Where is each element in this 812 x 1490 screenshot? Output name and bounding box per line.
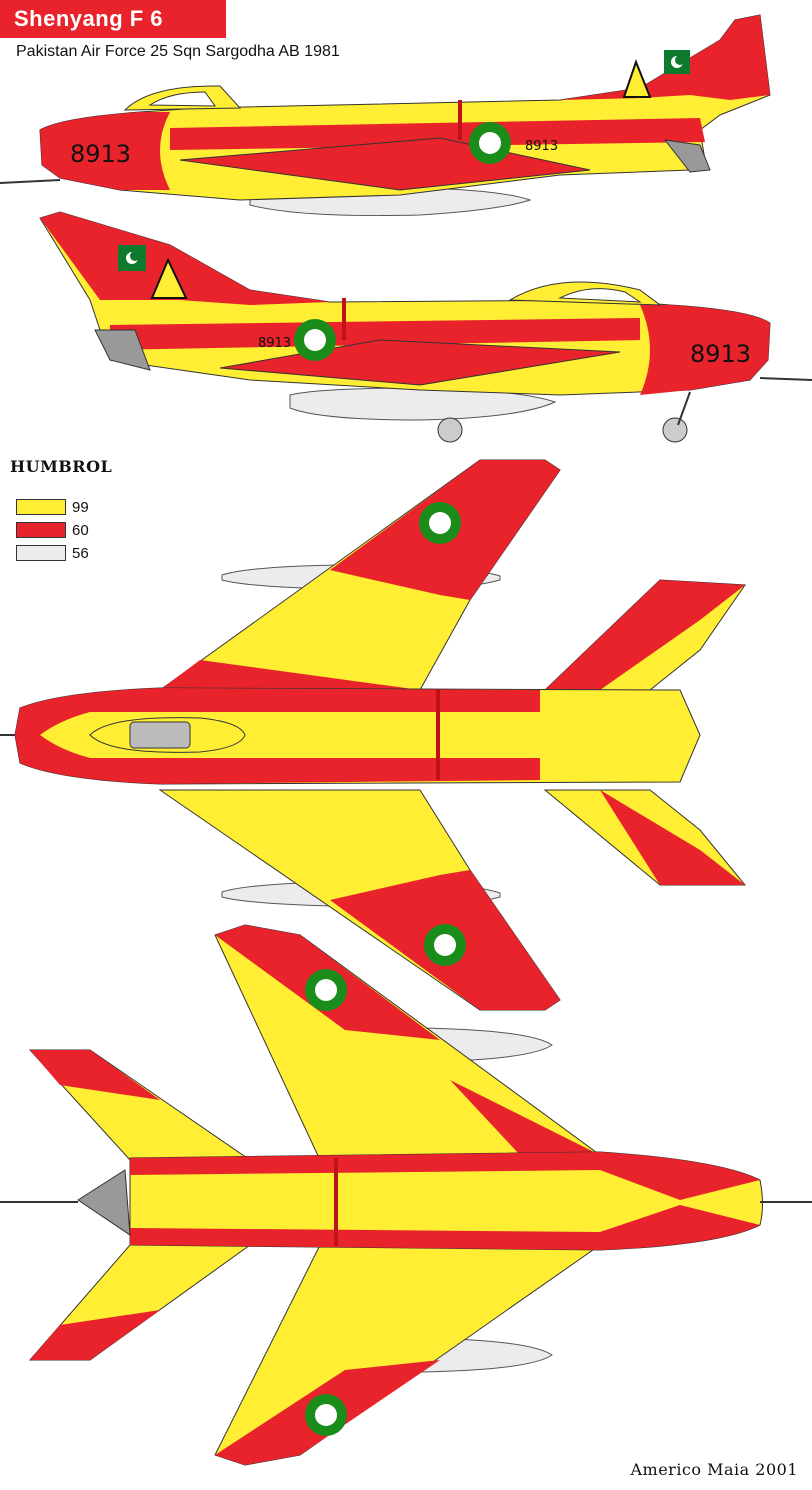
bottom-view [0, 924, 812, 1466]
swatch-red [16, 522, 66, 538]
top-view [0, 459, 747, 1011]
legend-code: 99 [72, 498, 89, 516]
page-subtitle: Pakistan Air Force 25 Sqn Sargodha AB 19… [16, 43, 340, 60]
swatch-yellow [16, 499, 66, 515]
artist-credit: Americo Maia 2001 [630, 1460, 798, 1479]
legend-item-60: 60 [16, 521, 89, 539]
title-banner: Shenyang F 6 [0, 0, 226, 38]
tail-serial-2: 8913 [258, 336, 291, 351]
tail-serial: 8913 [525, 139, 558, 154]
legend-item-99: 99 [16, 498, 89, 516]
legend-code: 56 [72, 544, 89, 562]
legend-code: 60 [72, 521, 89, 539]
nose-serial-2: 8913 [690, 340, 751, 368]
nose-serial: 8913 [70, 140, 131, 168]
paint-brand-label: HUMBROL [10, 457, 113, 476]
side-view-right: 8913 8913 [39, 211, 812, 443]
side-view-left: 8913 8913 [0, 14, 771, 217]
page-title: Shenyang F 6 [14, 6, 164, 31]
legend-item-56: 56 [16, 544, 89, 562]
swatch-grey [16, 545, 66, 561]
